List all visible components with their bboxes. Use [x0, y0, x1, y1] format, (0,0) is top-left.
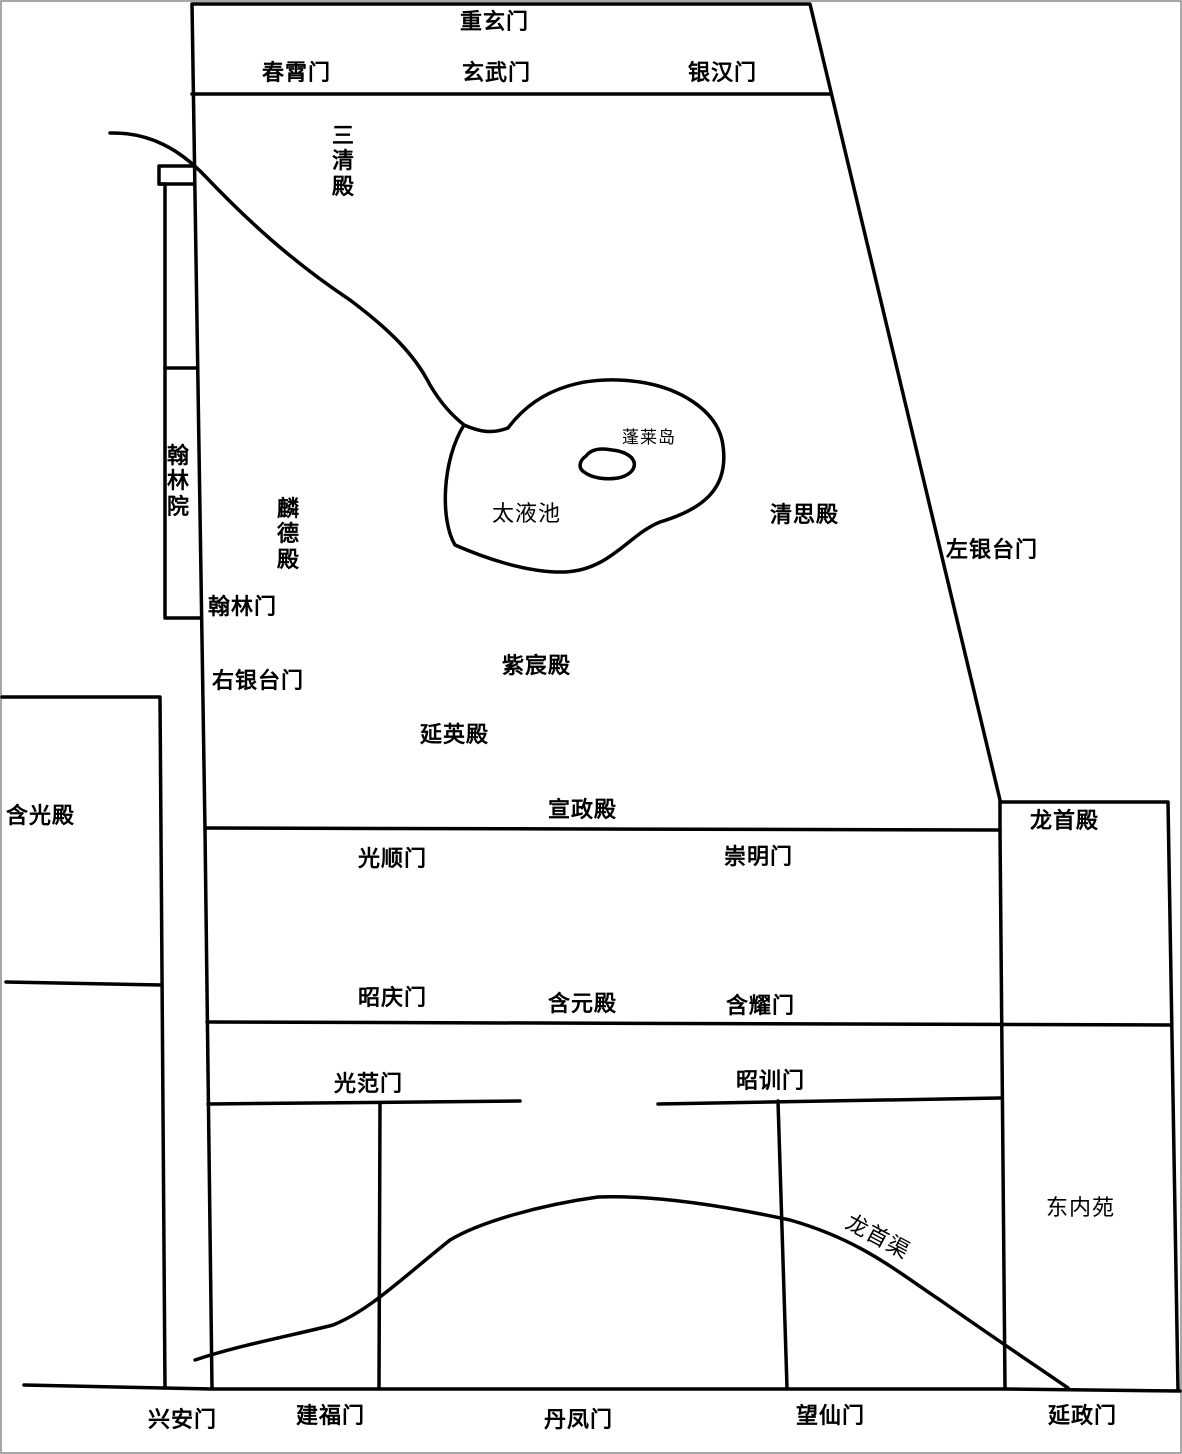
hanlin-academy-label: 翰林院	[166, 444, 189, 520]
hanyao-gate-label: 含耀门	[726, 994, 796, 1019]
hanyuan-hall-label: 含元殿	[548, 992, 618, 1017]
longshou-canal	[193, 1195, 1070, 1390]
zhaoxun-gate-wall	[656, 1096, 1002, 1106]
east-inner-garden-label: 东内苑	[1046, 1196, 1116, 1221]
xingan-gate-label: 兴安门	[148, 1408, 218, 1433]
water-channel	[108, 131, 466, 427]
linde-hall-label: 麟德殿	[276, 497, 299, 573]
xuanzheng-hall-label: 宣政殿	[548, 798, 618, 823]
xuanwu-gate-label: 玄武门	[462, 61, 532, 86]
penglai-island-label: 蓬莱岛	[622, 428, 676, 448]
penglai-island	[578, 447, 637, 481]
wangxian-gate-road	[776, 1099, 789, 1390]
zichen-hall-label: 紫宸殿	[502, 654, 572, 679]
danfeng-gate-label: 丹凤门	[544, 1408, 614, 1433]
hanguang-hall-wall	[0, 695, 167, 1390]
north-palace-wall	[190, 2, 1002, 832]
hanlin-gate-label: 翰林门	[208, 595, 278, 620]
east-palace-wall	[998, 828, 1007, 1390]
yanzheng-gate-label: 延政门	[1048, 1404, 1118, 1429]
guangfan-gate-label: 光范门	[334, 1072, 404, 1097]
sanqing-hall-label: 三清殿	[331, 124, 354, 200]
zhaoxun-gate-label: 昭训门	[736, 1069, 806, 1094]
south-palace-wall	[22, 1383, 1182, 1393]
longshou-hall-wall	[998, 800, 1180, 1392]
left-yintai-gate-label: 左银台门	[946, 538, 1039, 563]
qingsi-hall-label: 清思殿	[770, 503, 840, 528]
guangfan-gate-wall	[206, 1099, 522, 1106]
longshou-hall-label: 龙首殿	[1030, 809, 1100, 834]
chongxuan-gate-label: 重玄门	[460, 10, 530, 35]
taiye-pond-label: 太液池	[492, 502, 562, 527]
yinhan-gate-label: 银汉门	[688, 61, 758, 86]
hanlin-academy-wall	[157, 164, 202, 620]
zhaoqing-gate-label: 昭庆门	[358, 986, 428, 1011]
chunxiao-gate-label: 春霄门	[262, 61, 332, 86]
wangxian-gate-label: 望仙门	[796, 1404, 866, 1429]
chongming-gate-label: 崇明门	[724, 845, 794, 870]
hanguang-hall-label: 含光殿	[6, 804, 76, 829]
yanying-hall-label: 延英殿	[420, 723, 490, 748]
guangshun-gate-label: 光顺门	[358, 847, 428, 872]
xuanzheng-hall-wall	[203, 826, 1002, 832]
hanyuan-hall-wall	[205, 1020, 1173, 1027]
jianfu-gate-label: 建福门	[296, 1404, 366, 1429]
taiye-pond	[443, 378, 726, 574]
right-yintai-gate-label: 右银台门	[212, 669, 305, 694]
hanguang-hall-divider	[4, 980, 164, 987]
west-inner-wall	[203, 828, 214, 1390]
jianfu-gate-road	[377, 1101, 382, 1390]
